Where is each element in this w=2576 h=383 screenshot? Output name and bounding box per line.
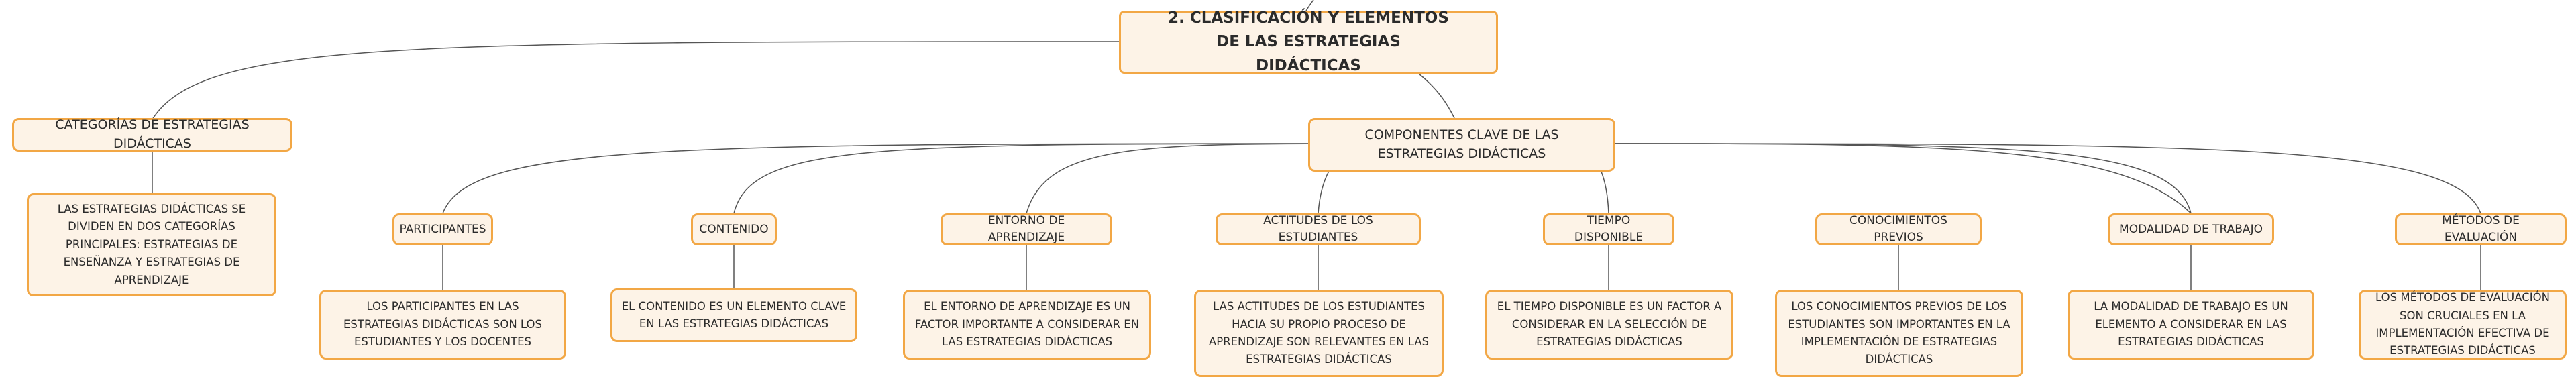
entorno-node[interactable]: ENTORNO DE APRENDIZAJE <box>941 213 1112 245</box>
components-to-entorno-connector <box>1026 143 1377 214</box>
components-to-modalidad-connector <box>1613 143 2192 214</box>
metodos-detail-node[interactable]: LOS MÉTODOS DE EVALUACIÓN SON CRUCIALES … <box>2359 290 2567 360</box>
root-to-categories-connector <box>152 41 1120 120</box>
participantes-node[interactable]: PARTICIPANTES <box>392 213 493 245</box>
categories-detail-node[interactable]: LAS ESTRATEGIAS DIDÁCTICAS SE DIVIDEN EN… <box>27 193 276 296</box>
actitudes-node[interactable]: ACTITUDES DE LOS ESTUDIANTES <box>1216 213 1421 245</box>
actitudes-detail-node[interactable]: LAS ACTITUDES DE LOS ESTUDIANTES HACIA S… <box>1194 290 1444 377</box>
components-node[interactable]: COMPONENTES CLAVE DE LAS ESTRATEGIAS DID… <box>1308 118 1615 172</box>
categories-node[interactable]: CATEGORÍAS DE ESTRATEGIAS DIDÁCTICAS <box>12 117 292 152</box>
tiempo-detail-node[interactable]: EL TIEMPO DISPONIBLE ES UN FACTOR A CONS… <box>1485 290 1733 360</box>
components-to-metodos-connector <box>1613 143 2481 214</box>
conocimientos-detail-node[interactable]: LOS CONOCIMIENTOS PREVIOS DE LOS ESTUDIA… <box>1775 290 2023 377</box>
components-to-contenido-connector <box>733 143 1377 214</box>
components-to-participantes-connector <box>442 143 1377 214</box>
modalidad-node[interactable]: MODALIDAD DE TRABAJO <box>2108 213 2274 245</box>
conocimientos-node[interactable]: CONOCIMIENTOS PREVIOS <box>1815 213 1982 245</box>
entorno-detail-node[interactable]: EL ENTORNO DE APRENDIZAJE ES UN FACTOR I… <box>903 290 1151 360</box>
components-to-conocimientos-connector <box>1613 143 2192 214</box>
metodos-node[interactable]: MÉTODOS DE EVALUACIÓN <box>2395 213 2567 245</box>
modalidad-detail-node[interactable]: LA MODALIDAD DE TRABAJO ES UN ELEMENTO A… <box>2068 290 2314 360</box>
contenido-node[interactable]: CONTENIDO <box>691 213 777 245</box>
root-to-components-connector <box>1418 73 1455 119</box>
tiempo-node[interactable]: TIEMPO DISPONIBLE <box>1543 213 1674 245</box>
participantes-detail-node[interactable]: LOS PARTICIPANTES EN LAS ESTRATEGIAS DID… <box>319 290 566 360</box>
contenido-detail-node[interactable]: EL CONTENIDO ES UN ELEMENTO CLAVE EN LAS… <box>610 288 857 342</box>
root-node[interactable]: 2. CLASIFICACIÓN Y ELEMENTOS DE LAS ESTR… <box>1119 9 1498 74</box>
